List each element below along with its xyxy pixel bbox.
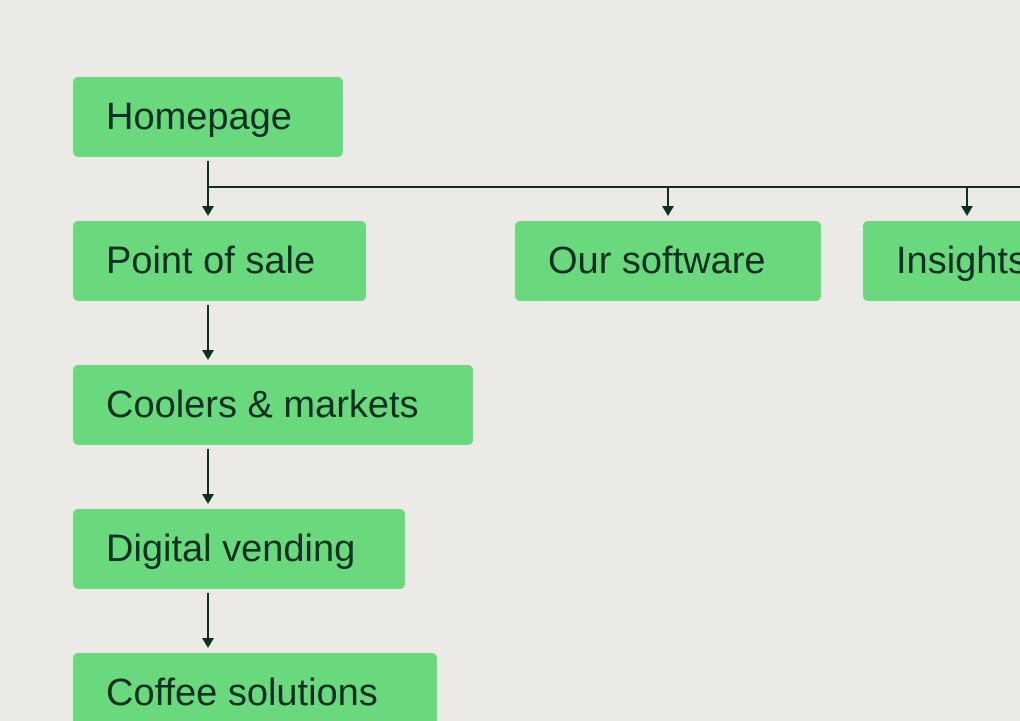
arrowhead-coolers-markets bbox=[202, 350, 214, 360]
arrowhead-our-software bbox=[662, 206, 674, 216]
node-homepage: Homepage bbox=[73, 77, 343, 157]
node-point-of-sale: Point of sale bbox=[73, 221, 366, 301]
arrowhead-insights bbox=[961, 206, 973, 216]
node-digital-vending: Digital vending bbox=[73, 509, 405, 589]
node-coolers-markets: Coolers & markets bbox=[73, 365, 473, 445]
node-insights: Insights bbox=[863, 221, 1020, 301]
arrowhead-point-of-sale bbox=[202, 206, 214, 216]
node-our-software: Our software bbox=[515, 221, 821, 301]
arrowhead-digital-vending bbox=[202, 494, 214, 504]
node-coffee-solutions: Coffee solutions bbox=[73, 653, 437, 721]
arrowhead-coffee-solutions bbox=[202, 638, 214, 648]
